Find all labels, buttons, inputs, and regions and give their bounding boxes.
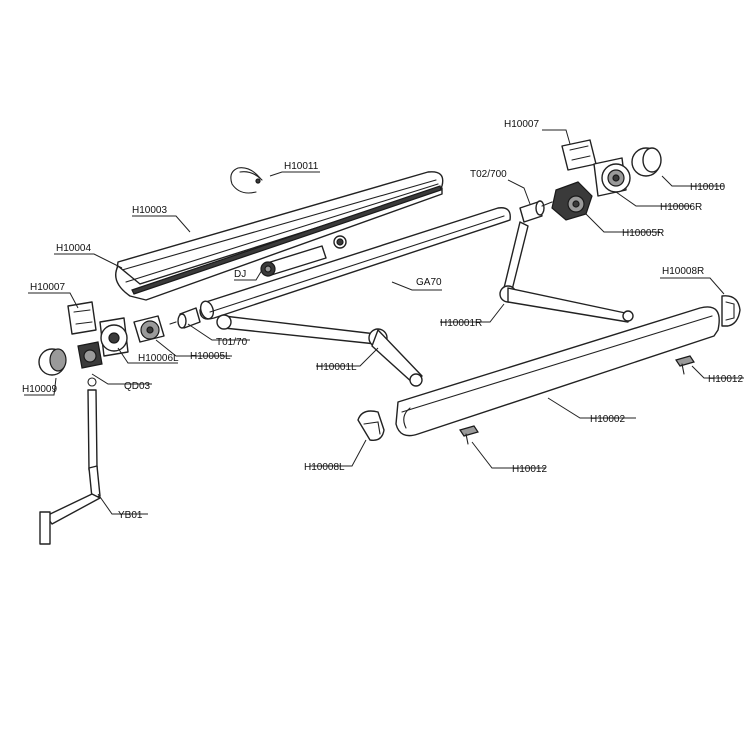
left-folding-arm-part bbox=[216, 314, 423, 387]
right-tube-plug-part bbox=[519, 200, 553, 223]
left-bearing-part bbox=[133, 315, 165, 343]
label-H10002: H10002 bbox=[590, 414, 625, 425]
label-H10005R: H10005R bbox=[622, 228, 664, 239]
part-labels: H10011 H10003 H10004 H10007 H10009 QD03 … bbox=[22, 119, 743, 521]
crank-handle-part bbox=[39, 377, 101, 545]
left-wall-bracket-part bbox=[67, 301, 97, 335]
label-H10011: H10011 bbox=[284, 161, 319, 172]
label-DJ: DJ bbox=[234, 269, 246, 280]
label-GA70: GA70 bbox=[416, 277, 442, 288]
front-bar-part bbox=[395, 306, 720, 437]
right-screw-bracket-part bbox=[675, 355, 695, 375]
label-YB01: YB01 bbox=[118, 510, 143, 521]
left-end-plate-part bbox=[99, 317, 129, 357]
right-folding-arm-part bbox=[499, 221, 634, 323]
label-H10005L: H10005L bbox=[190, 351, 231, 362]
left-tube-plug-part bbox=[169, 307, 201, 329]
left-front-end-cap-part bbox=[357, 410, 385, 441]
label-H10006L: H10006L bbox=[138, 353, 179, 364]
cassette-profile-part bbox=[115, 183, 443, 301]
label-T02-700: T02/700 bbox=[470, 169, 507, 180]
label-H10012-bottom: H10012 bbox=[512, 464, 547, 475]
label-H10009: H10009 bbox=[22, 384, 57, 395]
left-ring-cover-part bbox=[38, 348, 67, 376]
label-H10010: H10010 bbox=[690, 182, 725, 193]
label-H10004: H10004 bbox=[56, 243, 91, 254]
leader-lines bbox=[24, 129, 744, 515]
label-H10006R: H10006R bbox=[660, 202, 702, 213]
label-H10007-left: H10007 bbox=[30, 282, 65, 293]
label-H10001L: H10001L bbox=[316, 362, 357, 373]
label-QD03: QD03 bbox=[124, 381, 151, 392]
label-H10012-right: H10012 bbox=[708, 374, 743, 385]
label-T01-70: T01/70 bbox=[216, 337, 248, 348]
right-end-plate-part bbox=[593, 157, 631, 197]
label-H10007-right: H10007 bbox=[504, 119, 539, 130]
right-bearing-part bbox=[551, 181, 593, 221]
roller-tube-part bbox=[199, 207, 511, 320]
right-ring-cover-part bbox=[631, 147, 662, 177]
label-H10001R: H10001R bbox=[440, 318, 482, 329]
right-front-end-cap-part bbox=[721, 295, 741, 327]
right-wall-bracket-part bbox=[561, 139, 597, 171]
label-H10008L: H10008L bbox=[304, 462, 345, 473]
wire-clip-part bbox=[230, 167, 263, 194]
gearbox-part bbox=[77, 341, 103, 369]
bottom-screw-bracket-part bbox=[459, 425, 479, 445]
label-H10008R: H10008R bbox=[662, 266, 704, 277]
label-H10003: H10003 bbox=[132, 205, 167, 216]
dj-spring-part bbox=[260, 235, 347, 277]
